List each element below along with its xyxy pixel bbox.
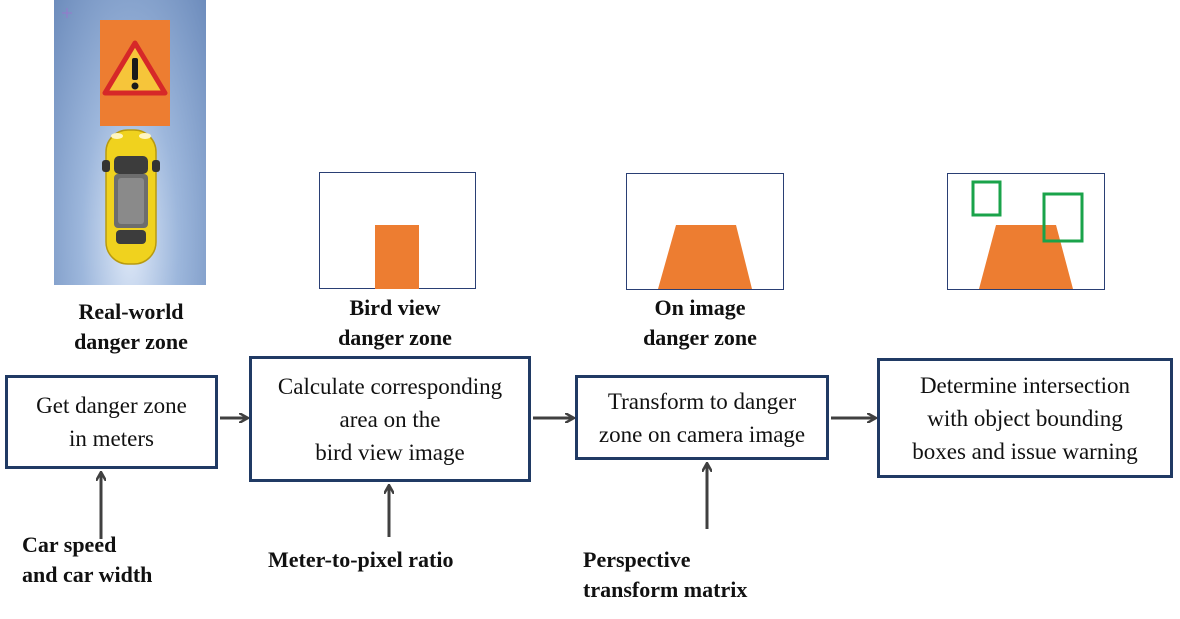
bounding-box-1	[971, 180, 1002, 217]
bird-view-label-line1: Bird view	[349, 295, 441, 320]
detection-zone-trapezoid	[979, 225, 1073, 289]
on-image-zone-trapezoid	[658, 225, 752, 289]
car-speed-label-line2: and car width	[22, 562, 153, 587]
on-image-label-line2: danger zone	[643, 325, 757, 350]
on-image-label: On image danger zone	[610, 293, 790, 353]
real-world-label-line1: Real-world	[78, 299, 184, 324]
determine-intersection-box: Determine intersection with object bound…	[877, 358, 1173, 478]
transform-box: Transform to danger zone on camera image	[575, 375, 829, 460]
get-danger-zone-box: Get danger zone in meters	[5, 375, 218, 469]
bird-view-label: Bird view danger zone	[305, 293, 485, 353]
on-image-thumbnail	[626, 173, 784, 290]
calculate-area-text: Calculate corresponding area on the bird…	[277, 373, 503, 465]
bird-view-zone-rect	[375, 225, 419, 289]
real-world-label-line2: danger zone	[74, 329, 188, 354]
real-world-label: Real-world danger zone	[55, 297, 207, 357]
real-world-scene	[54, 0, 206, 285]
determine-intersection-text: Determine intersection with object bound…	[912, 372, 1138, 464]
car-top-view-icon	[100, 126, 162, 268]
perspective-label-line2: transform matrix	[583, 577, 748, 602]
perspective-label: Perspective transform matrix	[583, 545, 747, 605]
warning-triangle-icon	[102, 40, 168, 96]
transform-text: Transform to danger zone on camera image	[598, 388, 806, 447]
bird-view-label-line2: danger zone	[338, 325, 452, 350]
detection-thumbnail	[947, 173, 1105, 290]
axis-gizmo-icon	[60, 6, 74, 20]
bird-view-thumbnail	[319, 172, 476, 289]
on-image-label-line1: On image	[654, 295, 746, 320]
meter-pixel-label: Meter-to-pixel ratio	[268, 545, 453, 575]
get-danger-zone-text: Get danger zone in meters	[36, 393, 187, 451]
bounding-box-2	[1042, 192, 1084, 243]
perspective-label-line1: Perspective	[583, 547, 691, 572]
car-speed-label: Car speed and car width	[22, 530, 152, 590]
calculate-area-box: Calculate corresponding area on the bird…	[249, 356, 531, 482]
car-speed-label-line1: Car speed	[22, 532, 117, 557]
meter-pixel-label-line1: Meter-to-pixel ratio	[268, 547, 454, 572]
